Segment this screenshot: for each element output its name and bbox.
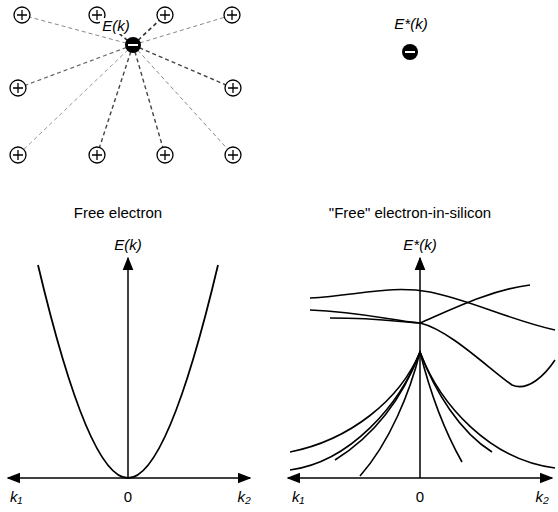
- ion-symbol: [14, 7, 30, 23]
- axis-label: E*(k): [401, 237, 438, 254]
- panel-title: "Free" electron-in-silicon: [327, 205, 493, 222]
- ion-symbol: [13, 150, 23, 160]
- ion-symbol: [10, 147, 26, 163]
- axis-label: k₂: [235, 489, 252, 506]
- ion-symbol: [228, 150, 238, 160]
- ion-symbol: [225, 147, 241, 163]
- axis-label: 0: [414, 489, 426, 506]
- ion-symbol: [92, 150, 102, 160]
- axis-label: k₁: [290, 489, 306, 506]
- ion-symbol: [157, 147, 173, 163]
- axis-label: E(k): [112, 237, 144, 254]
- ion-symbol: [89, 147, 105, 163]
- ion-symbol: [225, 80, 241, 96]
- ion-symbol: [227, 10, 237, 20]
- ion-symbol: [228, 83, 238, 93]
- ion-symbol: [157, 7, 173, 23]
- ion-symbol: [224, 7, 240, 23]
- axis-label: 0: [122, 489, 134, 506]
- panel-title: Free electron: [72, 205, 164, 222]
- ion-symbol: [13, 83, 23, 93]
- axis-label: k₂: [533, 489, 550, 506]
- ion-symbol: [160, 10, 170, 20]
- ion-symbol: [17, 10, 27, 20]
- energy-label: E*(k): [392, 16, 429, 33]
- axis-label: k₁: [8, 489, 24, 506]
- ion-symbol: [10, 80, 26, 96]
- ion-symbol: [160, 150, 170, 160]
- energy-label: E(k): [100, 18, 132, 35]
